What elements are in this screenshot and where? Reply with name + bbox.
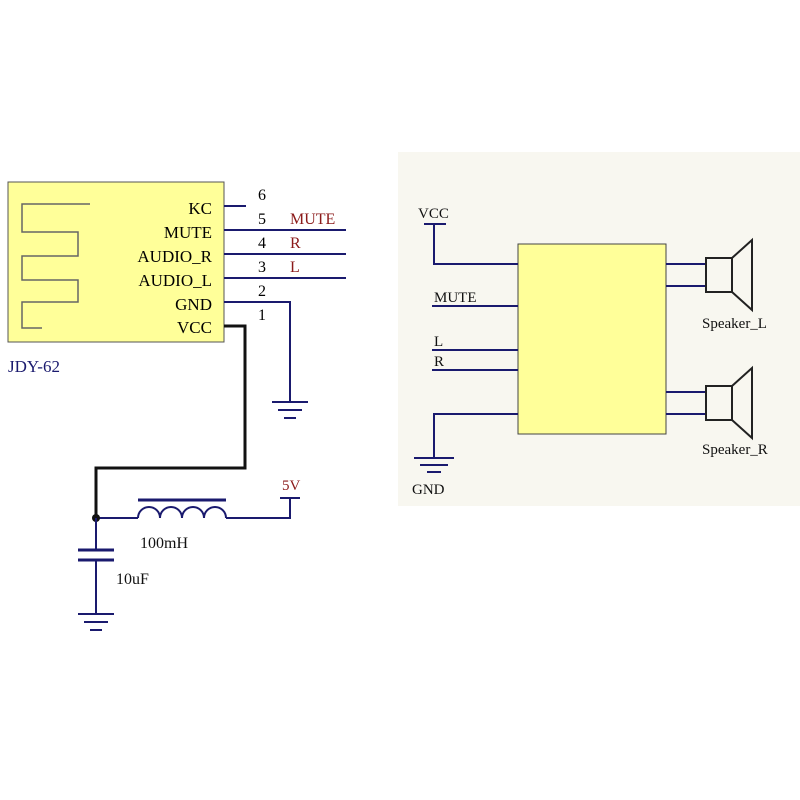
ground-icon bbox=[414, 457, 454, 473]
speaker-l-label: Speaker_L bbox=[702, 316, 767, 332]
ground-icon bbox=[272, 401, 308, 419]
gnd-wire bbox=[433, 413, 518, 458]
inductor-value: 100mH bbox=[140, 535, 188, 552]
speaker-l-icon bbox=[705, 237, 753, 313]
jdy62-module-body bbox=[7, 181, 225, 343]
pin-name-mute: MUTE bbox=[164, 223, 212, 242]
right-schematic: VCC MUTE L R GND Spea bbox=[398, 152, 800, 506]
r-label: R bbox=[434, 354, 444, 370]
ground-icon bbox=[78, 613, 114, 631]
pin-name-kc: KC bbox=[188, 199, 212, 218]
l-label: L bbox=[434, 334, 443, 350]
vcc-wire bbox=[433, 224, 518, 265]
pin-name-audio-r: AUDIO_R bbox=[137, 247, 212, 266]
pin-name-gnd: GND bbox=[175, 295, 212, 314]
speaker-r-icon bbox=[705, 365, 753, 441]
pin-number-6: 6 bbox=[258, 187, 266, 204]
pin-number-4: 4 bbox=[258, 235, 266, 252]
pin-number-3: 3 bbox=[258, 259, 266, 276]
pin-number-2: 2 bbox=[258, 283, 266, 300]
pin-name-audio-l: AUDIO_L bbox=[138, 271, 212, 290]
net-label-mute: MUTE bbox=[290, 211, 335, 228]
capacitor-value: 10uF bbox=[116, 571, 149, 588]
pin-number-5: 5 bbox=[258, 211, 266, 228]
net-label-r: R bbox=[290, 235, 301, 252]
pin-2-gnd-wire bbox=[224, 301, 291, 402]
left-schematic: JDY-62 KC MUTE AUDIO_R AUDIO_L GND VCC 6… bbox=[7, 181, 346, 631]
gnd-label: GND bbox=[412, 482, 445, 498]
supply-label: 5V bbox=[282, 478, 301, 494]
inductor-right-wire bbox=[226, 498, 291, 519]
antenna-trace-icon bbox=[21, 203, 90, 329]
vcc-wire bbox=[94, 324, 247, 518]
inductor-icon bbox=[137, 506, 227, 519]
speaker-r-label: Speaker_R bbox=[702, 442, 768, 458]
vcc-label: VCC bbox=[418, 206, 449, 222]
net-label-l: L bbox=[290, 259, 300, 276]
pin-name-vcc: VCC bbox=[177, 318, 212, 337]
amplifier-block bbox=[517, 243, 667, 435]
mute-label: MUTE bbox=[434, 290, 477, 306]
pin-number-1: 1 bbox=[258, 307, 266, 324]
module-label: JDY-62 bbox=[8, 357, 60, 376]
